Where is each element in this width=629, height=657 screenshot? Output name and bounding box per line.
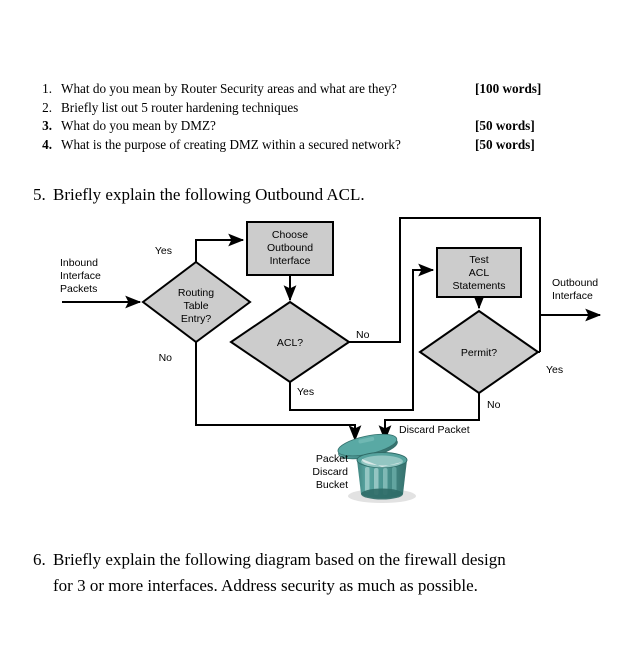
edge-permit-no-to-bucket bbox=[378, 393, 480, 442]
edge-label-routing-no: No bbox=[159, 352, 173, 364]
question-6-line-2: for 3 or more interfaces. Address securi… bbox=[53, 576, 478, 595]
bucket-line-2: Discard bbox=[312, 466, 348, 478]
node-routing-line-2: Table bbox=[183, 300, 208, 312]
node-acl-label: ACL? bbox=[277, 337, 303, 349]
question-6-line-1: Briefly explain the following diagram ba… bbox=[53, 550, 506, 569]
question-text: Briefly list out 5 router hardening tech… bbox=[61, 99, 299, 115]
question-item: 2. Briefly list out 5 router hardening t… bbox=[30, 99, 575, 118]
node-permit-label: Permit? bbox=[461, 347, 497, 359]
question-5-heading: 5. Briefly explain the following Outbound… bbox=[33, 184, 365, 206]
question-word-count: [100 words] bbox=[475, 81, 542, 96]
question-word-count: [50 words] bbox=[475, 136, 535, 152]
label-packet-discard-bucket: Packet Discard Bucket bbox=[312, 453, 348, 491]
question-item: 4. What is the purpose of creating DMZ w… bbox=[30, 136, 575, 155]
question-5-text: Briefly explain the following Outbound A… bbox=[53, 185, 365, 204]
node-permit-decision: Permit? bbox=[418, 309, 540, 395]
node-routing-line-1: Routing bbox=[178, 287, 214, 299]
node-choose-line-3: Interface bbox=[270, 255, 311, 267]
inbound-line-1: Inbound bbox=[60, 257, 98, 269]
question-text: What do you mean by DMZ? bbox=[61, 118, 216, 133]
question-text: What is the purpose of creating DMZ with… bbox=[61, 136, 401, 152]
question-word-count: [50 words] bbox=[475, 118, 535, 133]
edge-routing-yes-to-choose bbox=[195, 233, 245, 262]
question-item: 3. What do you mean by DMZ? [50 words] bbox=[30, 117, 575, 136]
node-routing-table-entry: Routing Table Entry? bbox=[141, 260, 252, 344]
question-text: What do you mean by Router Security area… bbox=[61, 81, 397, 96]
question-number: 3. bbox=[42, 118, 52, 133]
edge-label-acl-yes: Yes bbox=[297, 386, 314, 398]
node-choose-line-1: Choose bbox=[272, 229, 308, 241]
packet-discard-bucket-icon bbox=[337, 433, 416, 503]
bucket-line-3: Bucket bbox=[316, 479, 348, 491]
node-choose-line-2: Outbound bbox=[267, 242, 313, 254]
question-6-heading: 6. Briefly explain the following diagram … bbox=[33, 547, 593, 599]
edge-acl-no-bypass bbox=[349, 217, 541, 352]
inbound-line-2: Interface bbox=[60, 270, 101, 282]
node-acl-decision: ACL? bbox=[229, 300, 351, 384]
question-5-number: 5. bbox=[33, 185, 46, 204]
edge-label-acl-no: No bbox=[356, 329, 370, 341]
outbound-line-1: Outbound bbox=[552, 277, 598, 289]
edge-label-permit-yes: Yes bbox=[546, 364, 563, 376]
node-test-acl-statements: Test ACL Statements bbox=[436, 247, 522, 298]
outbound-line-2: Interface bbox=[552, 290, 593, 302]
bucket-line-1: Packet bbox=[316, 453, 348, 465]
edge-label-discard-packet: Discard Packet bbox=[399, 424, 470, 436]
question-item: 1. What do you mean by Router Security a… bbox=[30, 80, 575, 99]
edge-acl-yes-to-test bbox=[289, 263, 435, 411]
node-test-line-3: Statements bbox=[452, 280, 505, 292]
node-choose-outbound-interface: Choose Outbound Interface bbox=[246, 221, 334, 276]
node-routing-line-3: Entry? bbox=[181, 313, 212, 325]
question-number: 4. bbox=[42, 136, 52, 152]
label-outbound-interface: Outbound Interface bbox=[552, 277, 598, 302]
label-inbound-interface-packets: Inbound Interface Packets bbox=[60, 257, 101, 295]
question-list: 1. What do you mean by Router Security a… bbox=[30, 80, 575, 154]
node-test-line-1: Test bbox=[469, 254, 488, 266]
node-test-line-2: ACL bbox=[469, 267, 490, 279]
question-number: 1. bbox=[42, 81, 52, 96]
edge-label-routing-yes: Yes bbox=[155, 245, 172, 257]
inbound-line-3: Packets bbox=[60, 283, 97, 295]
question-6-number: 6. bbox=[33, 550, 46, 569]
outbound-acl-flowchart: Routing Table Entry? Choose Outbound Int… bbox=[0, 205, 629, 525]
question-number: 2. bbox=[42, 99, 52, 115]
edge-routing-no-to-bucket bbox=[195, 342, 362, 442]
edge-label-permit-no: No bbox=[487, 399, 501, 411]
